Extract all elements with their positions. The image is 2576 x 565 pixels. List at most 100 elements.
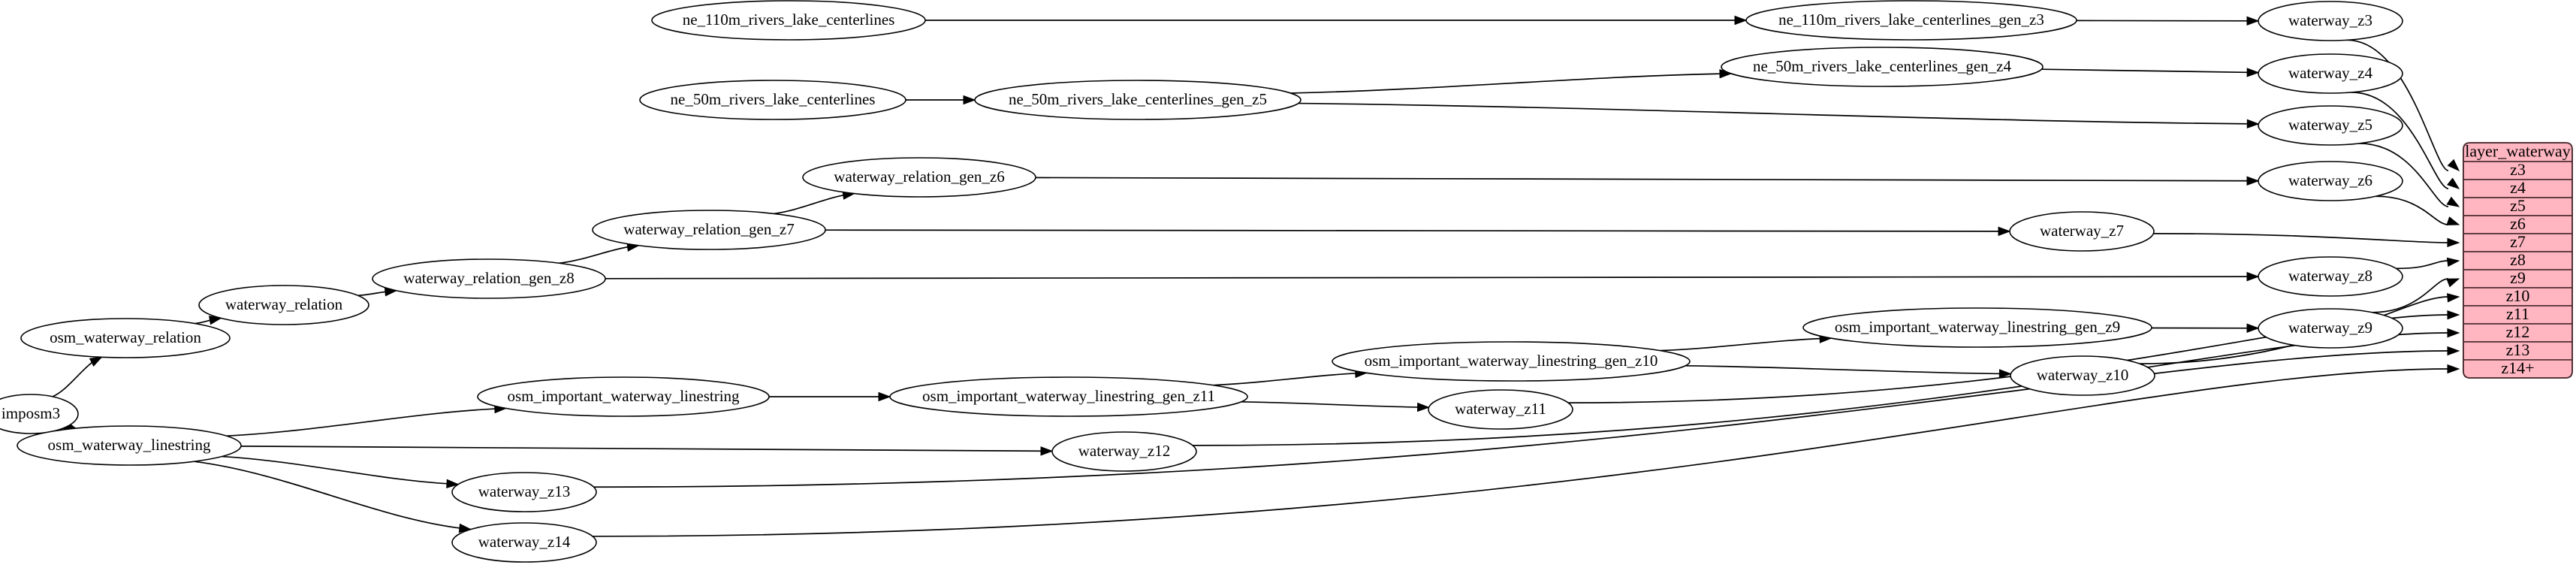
node-osm_waterway_relation[interactable]: osm_waterway_relation (20, 318, 231, 358)
node-shape (2258, 53, 2403, 94)
table-row-z13[interactable] (2463, 341, 2573, 361)
arrow-head-icon (2246, 176, 2260, 186)
arrow-head-icon (2246, 16, 2260, 26)
node-shape (451, 522, 597, 563)
node-shape (2010, 355, 2155, 396)
node-shape (2258, 256, 2403, 297)
arrow-head-icon (446, 479, 460, 489)
edge-waterway_z6-to-layer_waterway-z6 (2375, 195, 2449, 225)
table-row-z9[interactable] (2463, 269, 2573, 289)
node-shape (1051, 431, 1197, 472)
node-shape (20, 318, 231, 358)
node-osm_important_waterway_linestring_gen_z9[interactable]: osm_important_waterway_linestring_gen_z9 (1802, 307, 2152, 348)
edge-osm_important_waterway_linestring_gen_z11-to-osm_important_waterway_linestring_gen_z10 (1213, 372, 1367, 386)
arrow-head-icon (2447, 159, 2460, 172)
node-osm_waterway_linestring[interactable]: osm_waterway_linestring (17, 425, 242, 466)
arrow-head-icon (2446, 216, 2460, 225)
arrow-head-icon (2246, 119, 2260, 129)
node-waterway_relation[interactable]: waterway_relation (198, 285, 370, 325)
table-row-z14+[interactable] (2463, 359, 2573, 379)
node-shape (1332, 341, 1691, 382)
arrow-head-icon (963, 95, 976, 105)
edge-waterway_z8-to-layer_waterway-z8 (2396, 260, 2449, 270)
layer-waterway-table: layer_waterwayz3z4z5z6z7z8z9z10z11z12z13… (2463, 142, 2573, 379)
table-row-z5[interactable] (2463, 197, 2573, 216)
arrow-head-icon (1040, 446, 1054, 456)
node-waterway_z10[interactable]: waterway_z10 (2010, 355, 2155, 396)
node-ne_110m_rivers_lake_centerlines_gen_z3[interactable]: ne_110m_rivers_lake_centerlines_gen_z3 (1745, 0, 2077, 41)
arrow-head-icon (1734, 15, 1748, 26)
arrow-head-icon (2446, 278, 2460, 288)
node-waterway_z12[interactable]: waterway_z12 (1051, 431, 1197, 472)
node-osm_important_waterway_linestring_gen_z10[interactable]: osm_important_waterway_linestring_gen_z1… (1332, 341, 1691, 382)
node-waterway_z7[interactable]: waterway_z7 (2009, 211, 2155, 252)
node-ne_50m_rivers_lake_centerlines_gen_z5[interactable]: ne_50m_rivers_lake_centerlines_gen_z5 (974, 80, 1302, 120)
arrow-head-icon (1998, 226, 2011, 237)
node-shape (2009, 211, 2155, 252)
node-waterway_relation_gen_z6[interactable]: waterway_relation_gen_z6 (802, 157, 1036, 198)
node-waterway_z9[interactable]: waterway_z9 (2258, 308, 2403, 349)
node-waterway_z11[interactable]: waterway_z11 (1428, 389, 1573, 430)
edge-osm_waterway_linestring-to-waterway_z14 (194, 461, 471, 530)
table-row-z12[interactable] (2463, 323, 2573, 343)
edge-osm_waterway_linestring-to-waterway_z13 (222, 455, 459, 485)
arrow-head-icon (2447, 346, 2460, 356)
node-osm_important_waterway_linestring[interactable]: osm_important_waterway_linestring (477, 376, 770, 417)
node-waterway_z4[interactable]: waterway_z4 (2258, 53, 2403, 94)
table-row-z10[interactable] (2463, 287, 2573, 307)
node-shape (372, 258, 606, 299)
node-shape (2258, 105, 2403, 146)
node-waterway_z8[interactable]: waterway_z8 (2258, 256, 2403, 297)
node-shape (889, 376, 1248, 417)
node-waterway_z3[interactable]: waterway_z3 (2258, 1, 2403, 41)
edge-ne_50m_rivers_lake_centerlines_gen_z5-to-ne_50m_rivers_lake_centerlines_gen_z4 (1290, 73, 1732, 94)
node-waterway_z5[interactable]: waterway_z5 (2258, 105, 2403, 146)
table-header-cell (2463, 142, 2573, 162)
arrow-head-icon (2446, 196, 2460, 207)
node-shape (2258, 1, 2403, 41)
node-shape (17, 425, 242, 466)
node-shape (0, 394, 79, 434)
edge-waterway_relation_gen_z7-to-waterway_z7 (825, 229, 2010, 232)
table-row-z7[interactable] (2463, 233, 2573, 252)
node-ne_50m_rivers_lake_centerlines[interactable]: ne_50m_rivers_lake_centerlines (639, 80, 906, 120)
node-waterway_z13[interactable]: waterway_z13 (451, 472, 597, 512)
node-waterway_z14[interactable]: waterway_z14 (451, 522, 597, 563)
node-ne_50m_rivers_lake_centerlines_gen_z4[interactable]: ne_50m_rivers_lake_centerlines_gen_z4 (1721, 47, 2044, 87)
node-shape (1428, 389, 1573, 430)
table-row-z8[interactable] (2463, 251, 2573, 270)
node-waterway_relation_gen_z8[interactable]: waterway_relation_gen_z8 (372, 258, 606, 299)
table-row-z4[interactable] (2463, 179, 2573, 198)
table-row-z3[interactable] (2463, 161, 2573, 180)
node-shape (1745, 0, 2077, 41)
table-row-z6[interactable] (2463, 215, 2573, 234)
node-osm_important_waterway_linestring_gen_z11[interactable]: osm_important_waterway_linestring_gen_z1… (889, 376, 1248, 417)
arrow-head-icon (1416, 402, 1431, 412)
edge-osm_waterway_linestring-to-waterway_z12 (240, 446, 1053, 452)
edge-osm_important_waterway_linestring_gen_z10-to-osm_important_waterway_linestring_gen_z9 (1660, 337, 1832, 352)
node-waterway_z6[interactable]: waterway_z6 (2258, 161, 2403, 201)
edge-osm_important_waterway_linestring_gen_z11-to-waterway_z11 (1241, 400, 1429, 409)
node-shape (802, 157, 1036, 198)
arrow-head-icon (2447, 364, 2460, 374)
edge-osm_important_waterway_linestring_gen_z10-to-waterway_z10 (1685, 364, 2011, 375)
arrow-head-icon (2246, 68, 2260, 77)
edge-ne_50m_rivers_lake_centerlines_gen_z4-to-waterway_z4 (2041, 68, 2259, 74)
node-ne_110m_rivers_lake_centerlines[interactable]: ne_110m_rivers_lake_centerlines (651, 0, 926, 41)
edge-waterway_z4-to-layer_waterway-z4 (2351, 92, 2449, 189)
arrow-head-icon (89, 356, 103, 367)
node-shape (974, 80, 1302, 120)
arrow-head-icon (2446, 257, 2460, 267)
edge-waterway_z7-to-layer_waterway-z7 (2153, 232, 2449, 243)
table-row-z11[interactable] (2463, 305, 2573, 325)
edge-waterway_relation_gen_z8-to-waterway_z8 (605, 276, 2259, 279)
node-shape (2258, 161, 2403, 201)
node-shape (592, 210, 826, 250)
edge-waterway_relation_gen_z7-to-waterway_relation_gen_z6 (774, 192, 855, 215)
nodes-layer: imposm3osm_waterway_relationosm_waterway… (0, 0, 2403, 563)
arrow-head-icon (878, 391, 891, 402)
node-waterway_relation_gen_z7[interactable]: waterway_relation_gen_z7 (592, 210, 826, 250)
arrow-head-icon (1998, 369, 2012, 379)
edge-waterway_relation_gen_z8-to-waterway_relation_gen_z7 (559, 244, 639, 264)
